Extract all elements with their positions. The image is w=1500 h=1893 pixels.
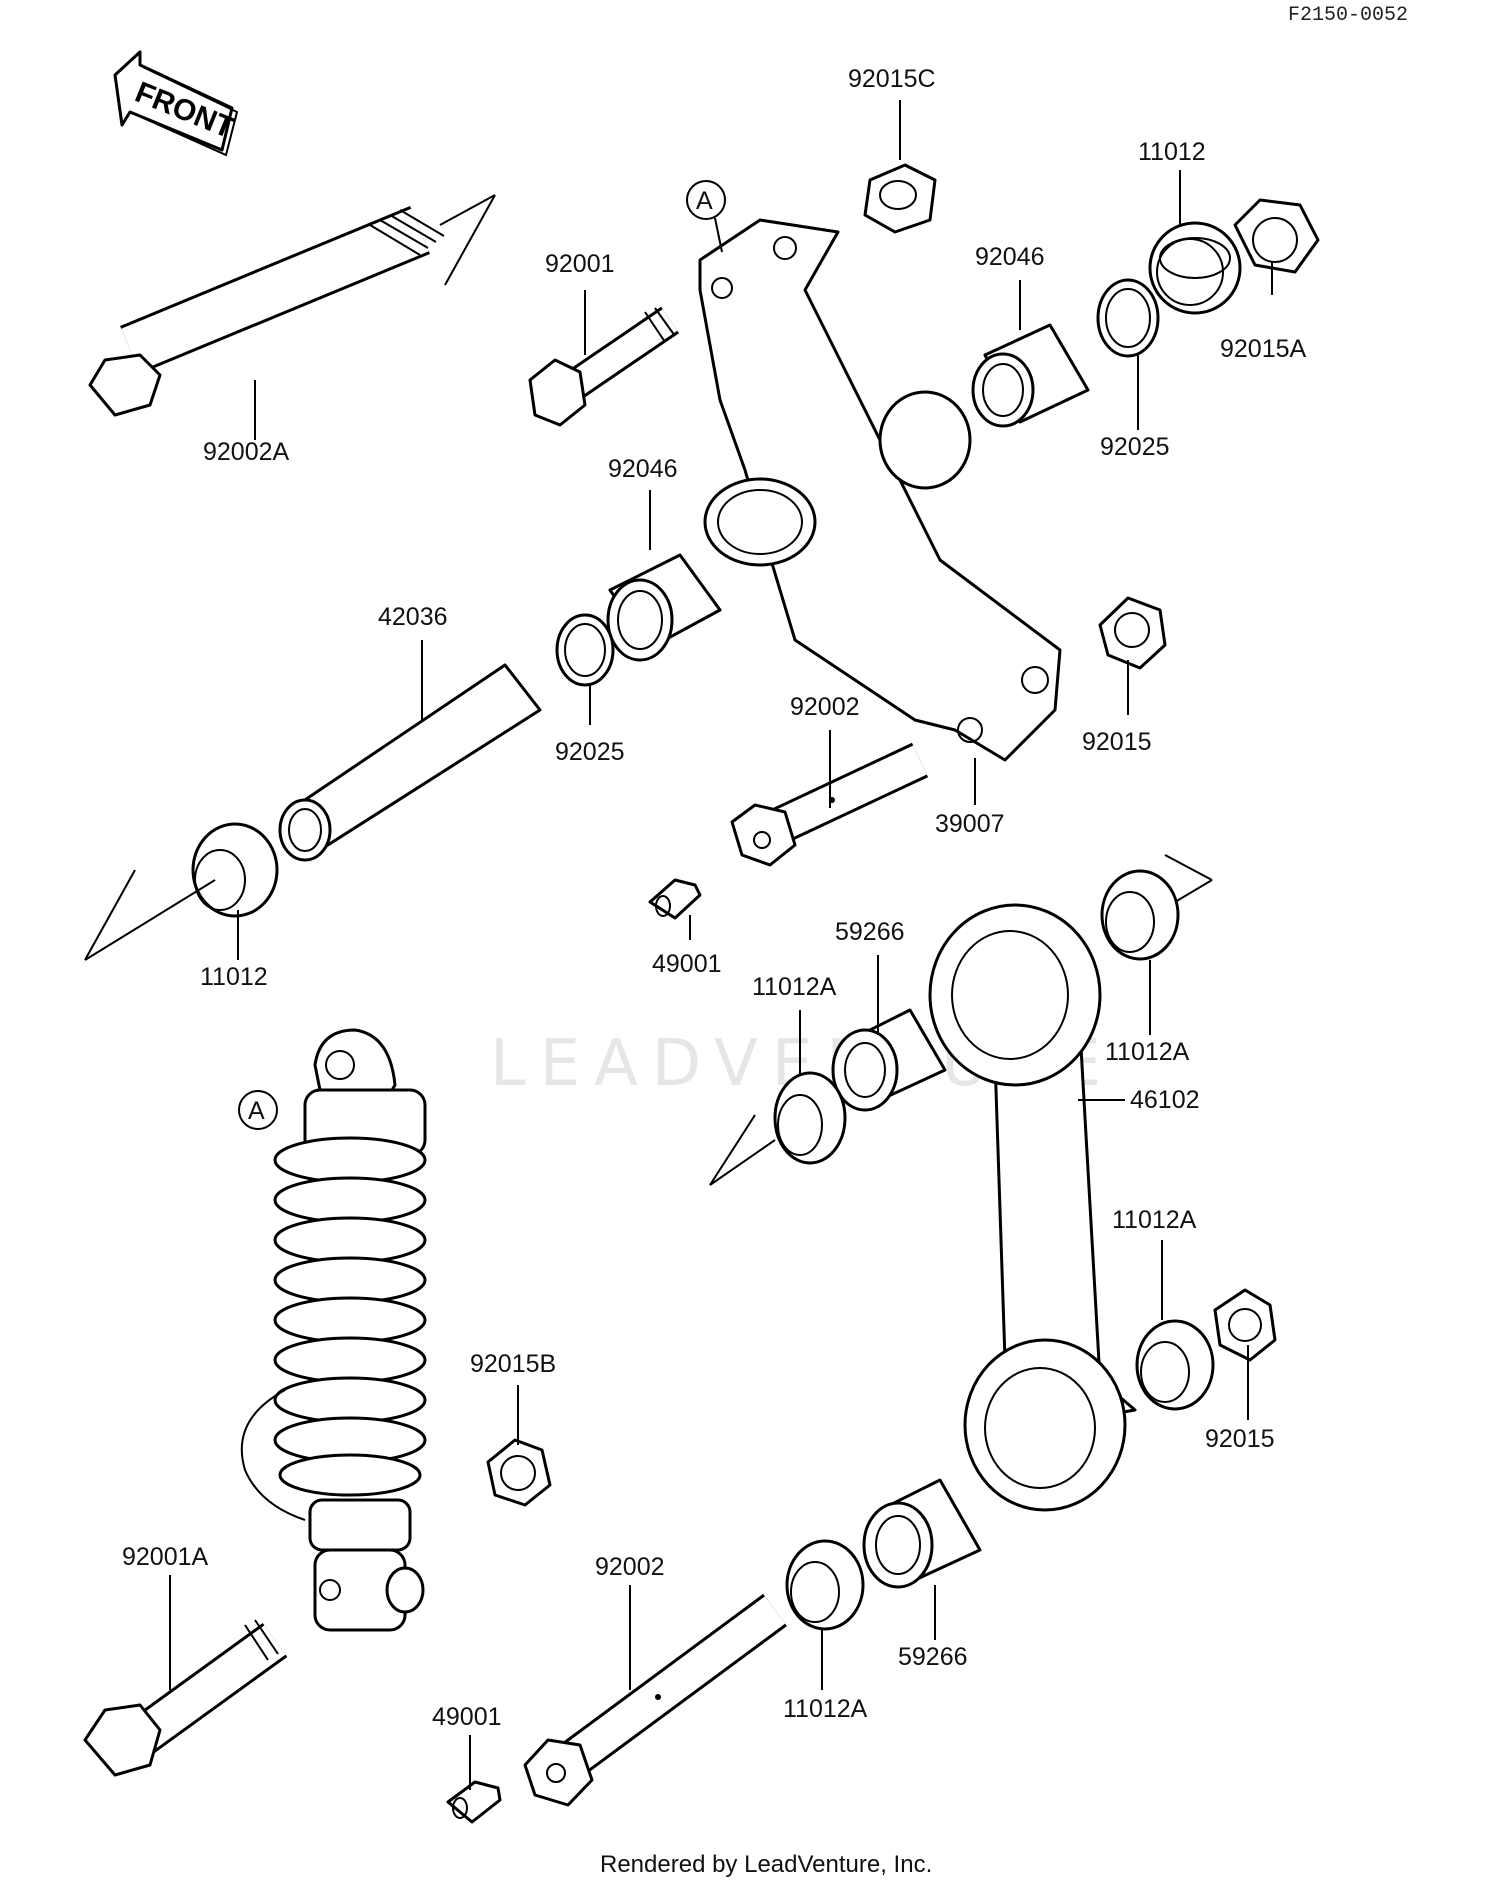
callout-92002-mid: 92002: [790, 693, 860, 721]
grease-nipple-49001-mid: [648, 878, 702, 920]
callout-92015a: 92015A: [1220, 335, 1307, 363]
callout-11012a-right: 11012A: [1105, 1038, 1190, 1066]
grease-nipple-49001-low: [446, 1780, 502, 1824]
callout-92046-top: 92046: [975, 243, 1045, 271]
nut-92015-low: [1213, 1288, 1277, 1362]
callout-92015-low: 92015: [1205, 1425, 1275, 1453]
bushing-11012a-low: [1135, 1319, 1215, 1411]
nut-92015a: [1233, 198, 1320, 274]
bolt-92002-low: [523, 1593, 787, 1807]
collar-11012-top: [1148, 221, 1242, 315]
rocker-arm-39007: [698, 218, 1062, 762]
ref-marker-a-shock-label: A: [248, 1097, 265, 1125]
callout-92015-mid: 92015: [1082, 728, 1152, 756]
collar-11012-left: [84, 822, 279, 961]
ref-marker-a-shock: A: [238, 1090, 278, 1130]
callout-49001-low: 49001: [432, 1703, 502, 1731]
needle-bearing-92046-top: [971, 323, 1090, 428]
sleeve-42036: [278, 663, 542, 862]
shock-spring: [273, 1136, 427, 1497]
callout-11012a-low: 11012A: [1112, 1206, 1197, 1234]
callout-59266-mid: 59266: [835, 918, 905, 946]
bushing-11012a-bottom: [785, 1539, 865, 1631]
bolt-92002a: [88, 194, 496, 417]
needle-bearing-92046-mid: [606, 553, 722, 662]
callout-92002a: 92002A: [203, 438, 290, 466]
callout-92015c: 92015C: [848, 65, 936, 93]
callout-11012-top: 11012: [1138, 138, 1206, 166]
footer-credit: Rendered by LeadVenture, Inc.: [600, 1851, 932, 1878]
callout-92025-mid: 92025: [555, 738, 625, 766]
callout-49001-mid: 49001: [652, 950, 722, 978]
ref-marker-a-top-label: A: [696, 187, 713, 215]
bolt-92001: [528, 306, 680, 427]
nut-92015-mid: [1098, 596, 1167, 670]
spacer-59266-low: [862, 1478, 982, 1589]
callout-11012a-bottom: 11012A: [783, 1695, 868, 1723]
seal-92025-top: [1096, 278, 1160, 358]
nut-92015b: [486, 1438, 552, 1507]
nut-92015c: [863, 163, 937, 234]
callout-92025-top: 92025: [1100, 433, 1170, 461]
callout-92002-low: 92002: [595, 1553, 665, 1581]
callout-92001: 92001: [545, 250, 615, 278]
diagram-code: F2150-0052: [1288, 4, 1408, 27]
bolt-92002-mid: [730, 742, 929, 867]
callout-42036: 42036: [378, 603, 448, 631]
callout-46102: 46102: [1130, 1086, 1200, 1114]
callout-39007: 39007: [935, 810, 1005, 838]
link-46102: [928, 854, 1213, 1512]
callout-92001a: 92001A: [122, 1543, 209, 1571]
callout-11012-left: 11012: [200, 963, 268, 991]
shock-absorber: [240, 1028, 427, 1632]
front-direction-arrow-icon: FRONT: [113, 50, 239, 157]
spacer-59266-mid: [831, 1008, 947, 1112]
bolt-92001a: [83, 1619, 288, 1777]
leader-lines: [169, 100, 1273, 1790]
bushing-11012a-right: [1100, 869, 1180, 961]
callout-11012a-mid: 11012A: [752, 973, 837, 1001]
callout-59266-low: 59266: [898, 1643, 968, 1671]
callout-labels: 92015C 11012 92046 92015A 92001 92002A 9…: [122, 65, 1307, 1731]
callout-92046-mid: 92046: [608, 455, 678, 483]
callout-92015b: 92015B: [470, 1350, 556, 1378]
seal-92025-mid: [555, 613, 615, 687]
ref-marker-a-top: A: [686, 180, 726, 253]
bushing-11012a-mid: [709, 1071, 847, 1186]
